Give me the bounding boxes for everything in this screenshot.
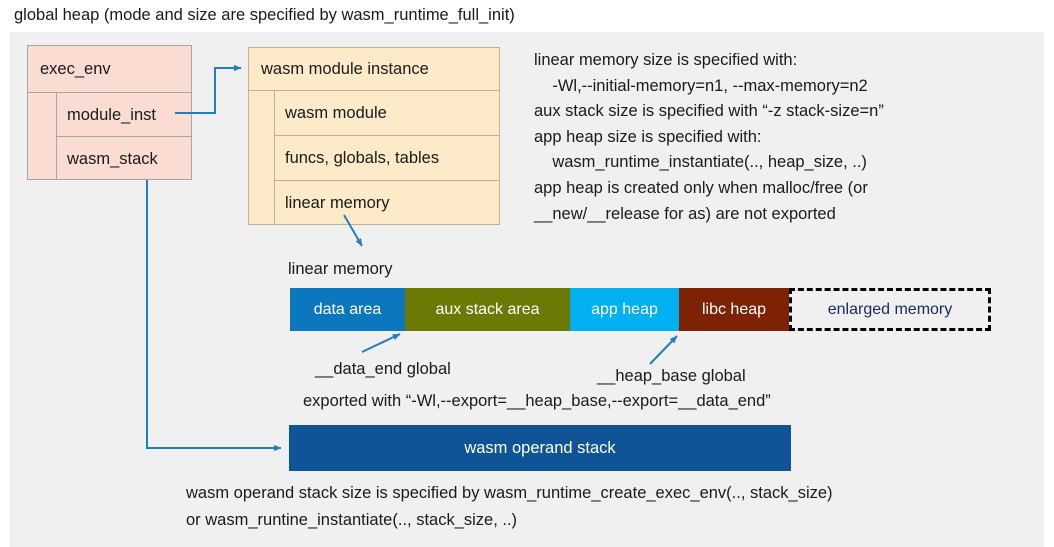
memory-segment-aux-stack-area: aux stack area bbox=[405, 288, 570, 331]
memory-segment-enlarged-memory: enlarged memory bbox=[789, 288, 991, 331]
module-instance-header: wasm module instance bbox=[249, 48, 499, 91]
page-title: global heap (mode and size are specified… bbox=[14, 6, 515, 24]
exec-env-header: exec_env bbox=[28, 46, 191, 93]
memory-segment-app-heap: app heap bbox=[570, 288, 679, 331]
annotation-exported-flags: exported with “-Wl,--export=__heap_base,… bbox=[303, 392, 771, 410]
module-instance-indent-column bbox=[249, 91, 275, 224]
exec-env-indent-column bbox=[28, 93, 57, 179]
memory-config-notes: linear memory size is specified with: -W… bbox=[534, 51, 884, 223]
exec-env-box: exec_env module_inst wasm_stack bbox=[27, 45, 192, 180]
linear-memory-label: linear memory bbox=[288, 260, 393, 278]
annotation-heap-base: __heap_base global bbox=[597, 367, 746, 385]
module-instance-row-wasm-module: wasm module bbox=[275, 91, 499, 136]
annotation-data-end: __data_end global bbox=[315, 360, 451, 378]
module-instance-row-linear-memory: linear memory bbox=[285, 194, 390, 212]
memory-segment-libc-heap: libc heap bbox=[679, 288, 789, 331]
exec-env-row-module-inst: module_inst bbox=[57, 93, 191, 137]
module-instance-row-funcs-globals-tables: funcs, globals, tables bbox=[275, 136, 499, 181]
operand-stack-note: wasm operand stack size is specified by … bbox=[186, 484, 833, 529]
wasm-module-instance-box: wasm module instance wasm module funcs, … bbox=[248, 47, 500, 225]
wasm-operand-stack-box: wasm operand stack bbox=[289, 425, 791, 471]
exec-env-row-wasm-stack: wasm_stack bbox=[67, 150, 158, 168]
memory-segment-data-area: data area bbox=[290, 288, 405, 331]
